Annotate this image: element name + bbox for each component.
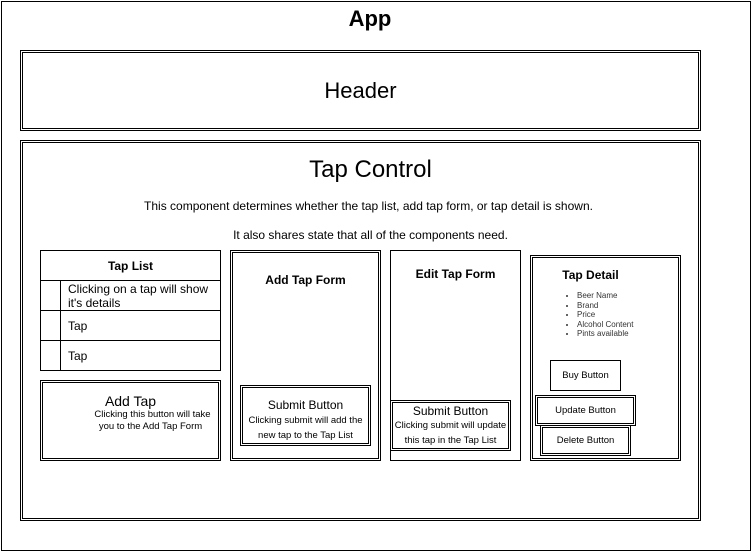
tap-detail-item: Brand (577, 301, 676, 311)
add-tap-description: Clicking this button will take (94, 409, 211, 420)
tap-list-divider (40, 280, 221, 281)
add-tap-submit-button[interactable] (240, 385, 371, 446)
edit-tap-form-component (390, 250, 521, 461)
add-tap-submit-description: Clicking submit will add the (248, 415, 363, 426)
tap-detail-title: Tap Detail (562, 268, 619, 282)
tap-list-row[interactable]: Clicking on a tap will show it's details (68, 282, 209, 310)
add-tap-submit-title: Submit Button (267, 398, 344, 412)
tap-list-title: Tap List (107, 258, 154, 273)
edit-tap-submit-description: Clicking submit will update (394, 420, 507, 431)
tap-control-shared-state: It also shares state that all of the com… (233, 228, 508, 242)
add-tap-description-2: you to the Add Tap Form (98, 421, 203, 432)
add-tap-button[interactable] (40, 380, 221, 461)
tap-control-component (20, 140, 701, 521)
header-label: Header (324, 77, 397, 103)
tap-detail-item: Price (577, 310, 676, 320)
tap-list-divider (40, 340, 221, 341)
edit-tap-submit-description-2: this tap in the Tap List (404, 435, 497, 446)
edit-tap-submit-button[interactable] (390, 400, 511, 451)
tap-list-row[interactable]: Tap (68, 348, 88, 363)
add-tap-form-component (230, 250, 381, 461)
tap-detail-component (530, 255, 681, 461)
tap-list-column-divider (60, 280, 61, 371)
add-tap-form-title: Add Tap Form (265, 273, 346, 287)
tap-list-divider (40, 310, 221, 311)
add-tap-submit-description-2: new tap to the Tap List (258, 430, 353, 441)
app-title: App (348, 6, 392, 31)
edit-tap-form-title: Edit Tap Form (415, 267, 496, 281)
tap-detail-item: Alcohol Content (577, 320, 676, 330)
tap-control-description: This component determines whether the ta… (144, 199, 593, 213)
tap-detail-item: Pints available (577, 329, 676, 339)
tap-detail-item: Beer Name (577, 291, 676, 301)
tap-list-row[interactable]: Tap (68, 318, 88, 333)
update-button[interactable]: Update Button (535, 395, 636, 426)
tap-control-title: Tap Control (309, 156, 432, 183)
buy-button[interactable]: Buy Button (550, 360, 621, 391)
delete-button[interactable]: Delete Button (540, 425, 631, 456)
tap-detail-list: Beer Name Brand Price Alcohol Content Pi… (561, 291, 676, 339)
header-component: Header (20, 50, 701, 131)
add-tap-title: Add Tap (104, 393, 157, 409)
edit-tap-submit-title: Submit Button (412, 404, 489, 418)
